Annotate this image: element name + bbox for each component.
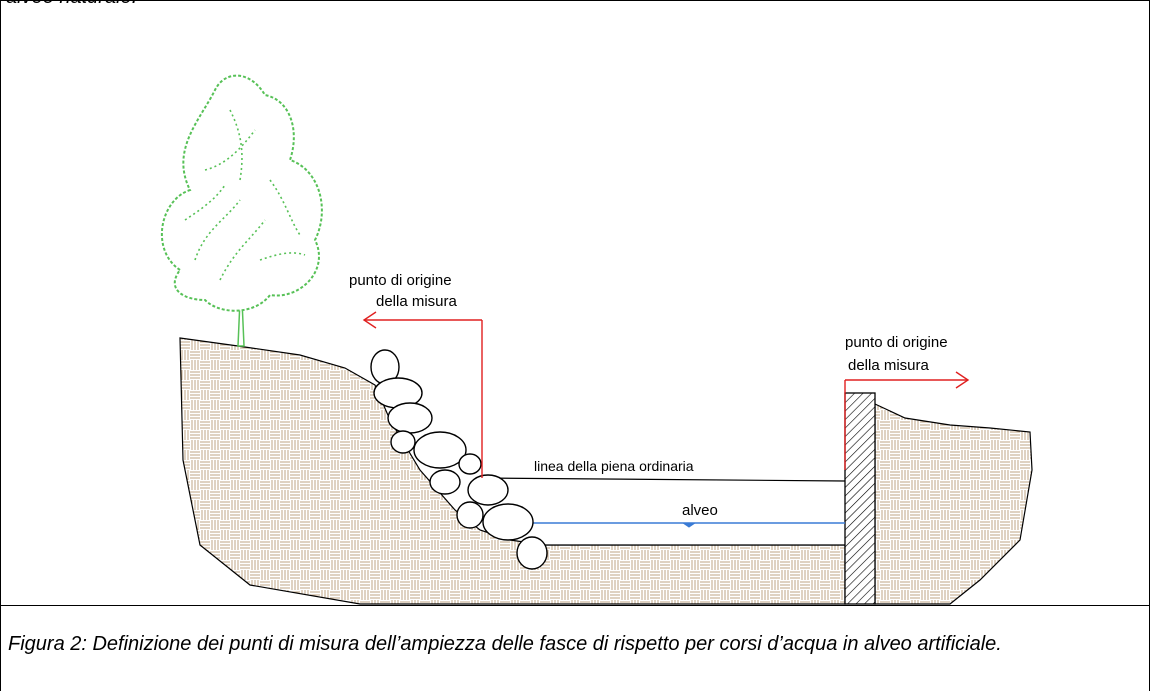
figure-caption: Figura 2: Definizione dei punti di misur… <box>8 633 1002 655</box>
origin-right-label-line2: della misura <box>848 357 930 374</box>
channel-area <box>482 478 845 545</box>
figure-frame <box>0 0 1150 606</box>
origin-arrow-right <box>844 371 970 470</box>
origin-right-label-line1: punto di origine <box>845 334 948 351</box>
origin-left-label-line1: punto di origine <box>349 272 452 289</box>
flood-line-label: linea della piena ordinaria <box>534 458 694 474</box>
left-bank-soil <box>179 337 846 605</box>
previous-caption-fragment: alveo naturale. <box>6 0 1146 9</box>
riverbed-label: alveo <box>682 502 718 519</box>
water-level-marker <box>682 522 696 528</box>
retaining-wall <box>844 392 876 605</box>
river-cross-section-diagram: punto di origine della misura punto di o… <box>161 74 1033 605</box>
caption-frame <box>0 605 1150 691</box>
origin-left-label-line2: della misura <box>376 293 458 310</box>
origin-arrow-left <box>362 311 483 478</box>
tree-icon <box>161 74 323 347</box>
flood-line <box>481 477 846 482</box>
right-bank-soil <box>874 403 1033 605</box>
rock-riprap <box>370 349 548 570</box>
